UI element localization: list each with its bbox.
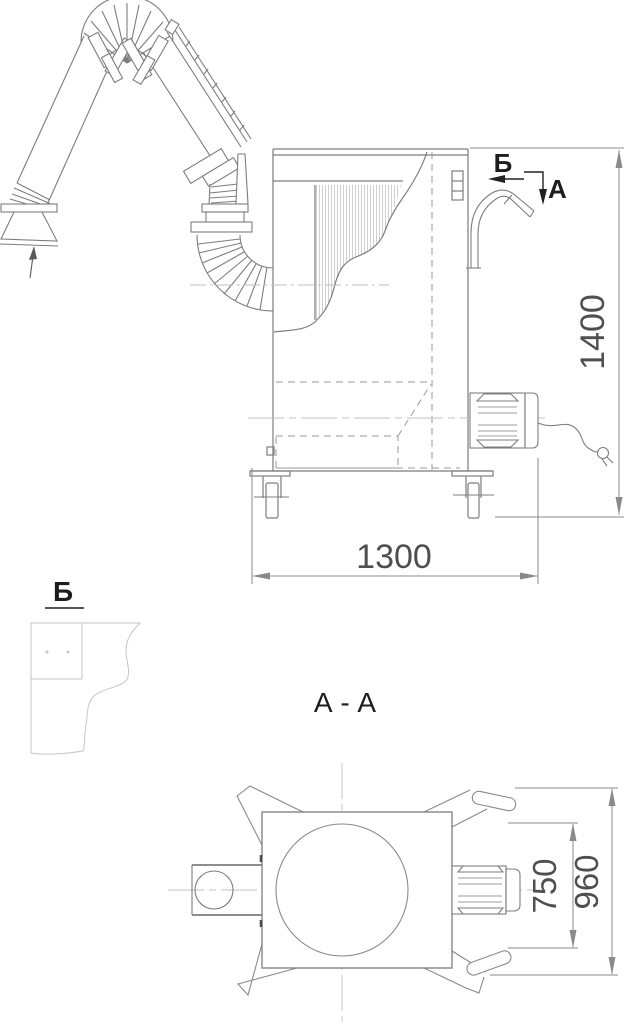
- cabinet-side-view: [190, 148, 545, 519]
- caster-right: [453, 476, 494, 519]
- power-cord: [537, 422, 599, 453]
- base-frame: [249, 470, 494, 477]
- detail-b-view: Б: [30, 576, 142, 755]
- filter-pack: [273, 180, 403, 322]
- section-aa-view: А - А: [168, 687, 618, 1022]
- handle: [466, 189, 535, 269]
- dimension-1400-value: 1400: [574, 294, 612, 370]
- airflow-arrow: [29, 246, 37, 279]
- arm-apex-hinge: [87, 31, 170, 86]
- suction-hood: [0, 182, 59, 247]
- extraction-arm: [0, 0, 274, 312]
- fan-scroll-circle: [275, 823, 409, 957]
- louver-plate: [451, 170, 464, 201]
- section-marker-a-label: А: [548, 174, 567, 204]
- housing-top-view: [259, 811, 453, 969]
- outrigger-legs: [236, 785, 517, 997]
- dimension-750-value: 750: [526, 858, 563, 913]
- power-plug-icon: [596, 446, 614, 467]
- dimension-1300: 1300: [251, 458, 539, 584]
- dimension-1400: 1400: [470, 147, 624, 518]
- arm-base-mount: [182, 147, 253, 233]
- hidden-interior-lines: [275, 152, 460, 470]
- detail-b-title: Б: [53, 576, 73, 607]
- dimension-750: 750: [508, 822, 578, 949]
- dimension-960: 960: [490, 787, 618, 976]
- arm-socket-top-view: [191, 864, 262, 916]
- door-latch: [266, 446, 275, 456]
- caster-left: [254, 476, 289, 519]
- dimension-960-value: 960: [568, 854, 605, 909]
- dimension-1300-value: 1300: [356, 538, 432, 576]
- motor-top-view: [451, 865, 521, 915]
- arm-gas-strut: [164, 18, 252, 143]
- section-marker-b: Б: [488, 148, 524, 183]
- elbow-duct: [196, 234, 274, 312]
- section-marker-a: А: [524, 171, 567, 205]
- arm-right-tube: [142, 31, 242, 166]
- break-line-curve: [273, 151, 428, 333]
- arm-left-tube: [16, 35, 112, 206]
- section-marker-b-label: Б: [494, 148, 513, 178]
- section-aa-title: А - А: [314, 687, 377, 718]
- motor-side-view: [469, 392, 614, 467]
